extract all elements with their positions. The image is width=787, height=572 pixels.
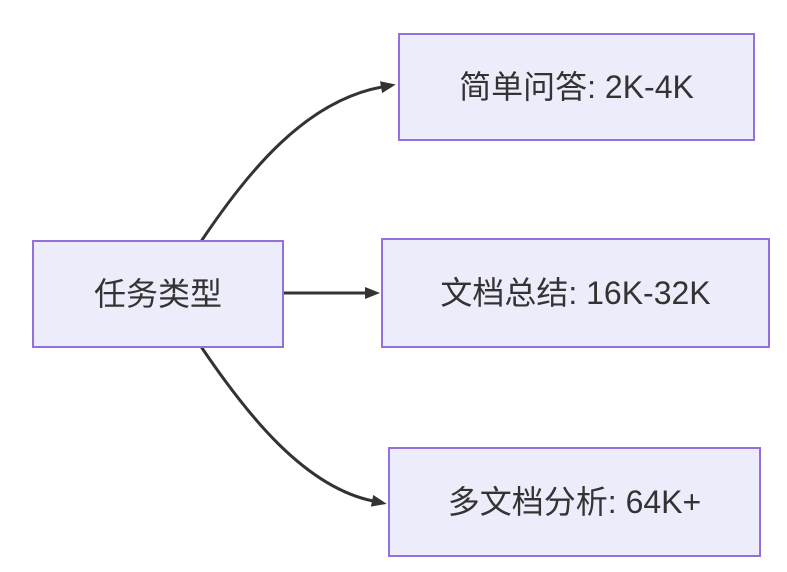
node-simple-qa-label: 简单问答: 2K-4K: [459, 68, 694, 105]
node-multi-doc: 多文档分析: 64K+: [388, 447, 761, 557]
node-task-type: 任务类型: [32, 240, 284, 348]
node-multi-doc-label: 多文档分析: 64K+: [447, 483, 702, 520]
edge-root-to-multi-doc: [200, 346, 387, 507]
edge-root-to-simple-qa: [200, 81, 396, 242]
node-task-type-label: 任务类型: [93, 275, 222, 312]
node-doc-summary: 文档总结: 16K-32K: [381, 238, 770, 348]
node-simple-qa: 简单问答: 2K-4K: [398, 33, 755, 141]
node-doc-summary-label: 文档总结: 16K-32K: [440, 274, 711, 311]
